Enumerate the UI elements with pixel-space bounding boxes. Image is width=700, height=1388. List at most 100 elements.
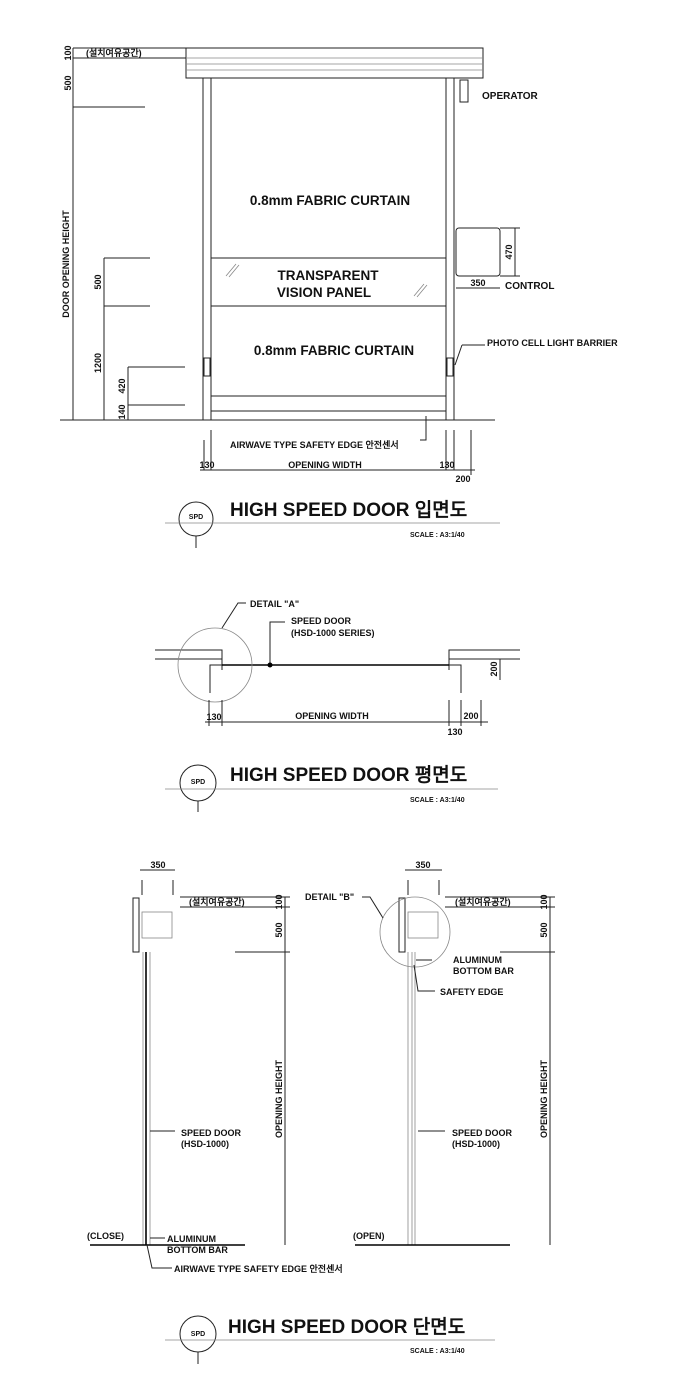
section-open-d500-text: 500 [539,922,549,937]
section-open-door1-text: SPEED DOOR [452,1128,513,1138]
section-close-door1-text: SPEED DOOR [181,1128,242,1138]
section-close-door2-text: (HSD-1000) [181,1139,229,1149]
glass-hatch-icon [225,263,428,298]
elevation-labels-curtain-top-text: 0.8mm FABRIC CURTAIN [250,193,410,208]
photocell-right [446,357,454,377]
drawing-line [420,416,427,441]
elevation-labels-vision2-text: VISION PANEL [277,285,371,300]
section-close-w350-text: 350 [150,860,165,870]
section-close-height-label-text: OPENING HEIGHT [274,1059,284,1138]
drawing-line [155,602,520,726]
elevation-dims-right200-text: 200 [455,474,470,484]
bottom-bar [210,395,447,412]
section-close-d100-text: 100 [274,894,284,909]
drawing-line [221,602,246,629]
drawing-line [362,896,384,919]
section-open-door2-text: (HSD-1000) [452,1139,500,1149]
elevation-dims-d1200-text: 1200 [93,353,103,373]
elevation-labels-curtain-bottom-text: 0.8mm FABRIC CURTAIN [254,343,414,358]
open-state-label: (OPEN) [353,1231,385,1241]
drawing-line [90,869,290,1269]
drawing-line [448,649,520,670]
drawing-line [416,284,428,298]
drawing-line [225,263,237,277]
section-scale-text: SCALE : A3:1/40 [410,1348,465,1355]
section-open-bar1-text: ALUMINUM [453,955,502,965]
header-box [185,47,484,79]
drawing-line [269,621,285,665]
photocell-left [203,357,211,377]
elevation-dims-panel500-text: 500 [93,274,103,289]
plan-door1-text: SPEED DOOR [291,616,352,626]
drawing-line [398,897,406,953]
elevation-badge-text: SPD [189,514,203,521]
detail-a-label: DETAIL "A" [250,599,299,609]
door-point-marker [267,662,273,668]
title-block-section: SPD HIGH SPEED DOOR 단면도 SCALE : A3:1/40 [165,1315,495,1364]
section-open-edge-text: SAFETY EDGE [440,987,503,997]
plan-view: DETAIL "A" SPEED DOOR (HSD-1000 SERIES) … [155,599,520,812]
drawing-line [155,649,223,670]
section-open-w350-text: 350 [415,860,430,870]
drawing-line [413,964,435,992]
elevation-dims-ctrl350-text: 350 [470,278,485,288]
section-close-clearance-text: (설치여유공간) [189,896,245,907]
plan-scale-text: SCALE : A3:1/40 [410,797,465,804]
drawing-line [413,283,425,297]
elevation-dims-width-label-text: OPENING WIDTH [288,460,362,470]
elevation-scale-text: SCALE : A3:1/40 [410,532,465,539]
section-open-bar2-text: BOTTOM BAR [453,966,514,976]
operator-motor [459,79,469,103]
drawing-line [449,664,462,693]
section-close-bar2-text: BOTTOM BAR [167,1245,228,1255]
drawing-line [132,897,140,953]
drawing-line [141,911,173,939]
drawing-line [177,627,253,703]
plan-dims-depth200-text: 200 [489,661,499,676]
elevation-dims-left130-text: 130 [199,460,214,470]
plan-dims-left130-text: 130 [206,712,221,722]
title-block-elevation: SPD HIGH SPEED DOOR 입면도 SCALE : A3:1/40 [165,499,500,548]
title-block-plan: SPD HIGH SPEED DOOR 평면도 SCALE : A3:1/40 [165,764,498,812]
plan-dims-width-label-text: OPENING WIDTH [295,711,369,721]
plan-dims-right200-text: 200 [463,711,478,721]
clearance-label: (설치여유공간) [86,47,142,58]
door-opening-height-label: DOOR OPENING HEIGHT [61,210,71,318]
drawing-line [407,911,439,939]
drawing-line [355,869,555,1246]
elevation-dims-top100-text: 100 [63,45,73,60]
section-close-bar1-text: ALUMINUM [167,1234,216,1244]
drawing-line [209,664,222,693]
control-label: CONTROL [505,281,554,292]
drawing-line [454,344,463,366]
section-open-clearance-text: (설치여유공간) [455,896,511,907]
elevation-dims-right130-text: 130 [439,460,454,470]
operator-label: OPERATOR [482,91,539,102]
section-view: 350 (설치여유공간) 100 500 OPENING HEIGHT SPEE… [87,860,555,1364]
close-state-label: (CLOSE) [87,1231,124,1241]
elevation-title: HIGH SPEED DOOR 입면도 [230,499,467,521]
elevation-dims-d420-text: 420 [117,378,127,393]
plan-title: HIGH SPEED DOOR 평면도 [230,764,467,786]
detail-b-label: DETAIL "B" [305,892,354,902]
elevation-dims-top500-text: 500 [63,75,73,90]
section-title: HIGH SPEED DOOR 단면도 [228,1316,465,1338]
elevation-dims-ctrl470-text: 470 [504,244,514,259]
section-close-edge-text: AIRWAVE TYPE SAFETY EDGE 안전센서 [174,1263,343,1274]
drawing-line [146,1244,172,1269]
section-open-d100-text: 100 [539,894,549,909]
plan-badge-text: SPD [191,779,205,786]
drawing-line [60,47,520,475]
plan-door2-text: (HSD-1000 SERIES) [291,628,375,638]
elevation-dims-d140-text: 140 [117,404,127,419]
elevation-labels-vision1-text: TRANSPARENT [278,268,380,283]
plan-dims-right130-text: 130 [447,727,462,737]
control-box [455,227,501,277]
section-close-d500-text: 500 [274,922,284,937]
section-open-height-label-text: OPENING HEIGHT [539,1059,549,1138]
elevation-view: (설치여유공간) 100 500 DOOR OPENING HEIGHT 500… [60,45,618,548]
photocell-label: PHOTO CELL LIGHT BARRIER [487,338,618,348]
drawing-line [228,264,240,278]
safety-edge-label: AIRWAVE TYPE SAFETY EDGE 안전센서 [230,439,399,450]
